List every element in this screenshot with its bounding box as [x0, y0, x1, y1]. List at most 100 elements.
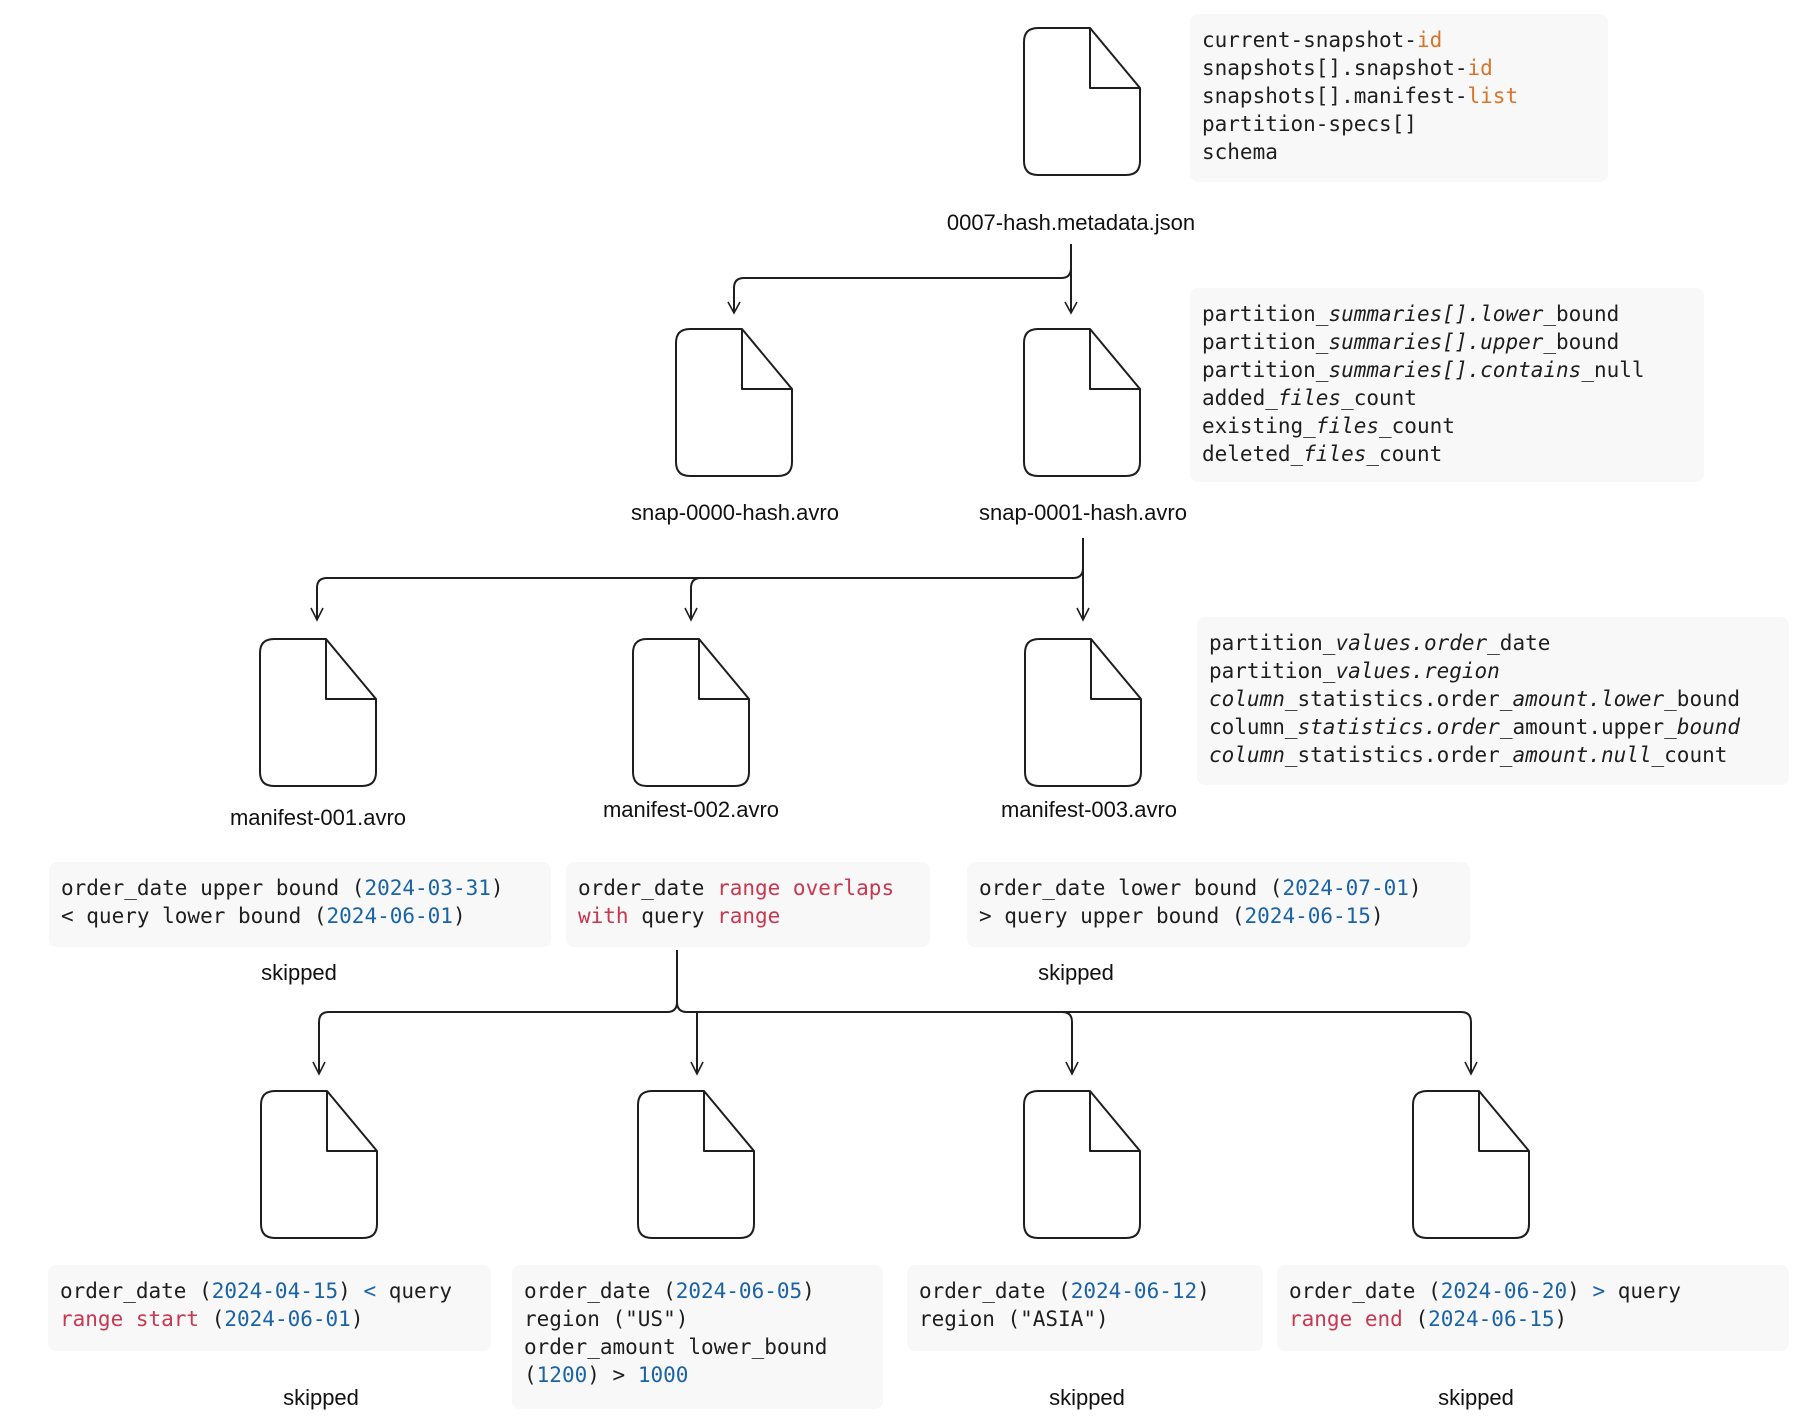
code-segment: _bound — [1664, 687, 1741, 711]
code-segment: summaries[].lower — [1328, 302, 1544, 326]
data-file-3-status: skipped — [1049, 1385, 1125, 1410]
manifest-file-label-001: manifest-001.avro — [229, 805, 407, 830]
code-segment: 2024-04-15 — [211, 1279, 339, 1303]
code-segment: files — [1277, 386, 1342, 410]
code-segment: range overlaps — [717, 876, 895, 900]
code-segment: bound — [1676, 715, 1741, 739]
code-segment: ( — [199, 1307, 225, 1331]
code-segment: order_date lower bound ( — [979, 876, 1283, 900]
code-segment: order_date upper bound ( — [61, 876, 365, 900]
manifest-file-icon-002 — [632, 638, 750, 787]
code-segment: ) — [338, 1279, 364, 1303]
code-segment: partition_ — [1202, 302, 1329, 326]
code-segment: _amount.upper_ — [1499, 715, 1677, 739]
code-segment: ) — [452, 904, 466, 928]
snapshot-file-label-0001: snap-0001-hash.avro — [979, 500, 1187, 525]
code-segment: > — [1592, 1279, 1606, 1303]
code-line: column_statistics.order_amount.null_coun… — [1209, 741, 1777, 769]
code-segment: order_date ( — [524, 1279, 676, 1303]
code-segment: values.order — [1335, 631, 1488, 655]
code-segment: partition_ — [1209, 659, 1336, 683]
code-segment: column — [1209, 743, 1285, 767]
code-line: partition_values.region — [1209, 657, 1777, 685]
code-segment: ) — [1197, 1279, 1210, 1303]
code-segment: deleted_ — [1202, 442, 1304, 466]
code-segment: _count — [1366, 442, 1443, 466]
code-line: schema — [1202, 138, 1596, 166]
code-segment: 2024-06-20 — [1440, 1279, 1568, 1303]
code-segment: _count — [1651, 743, 1728, 767]
code-segment: order_amount lower_bound — [524, 1335, 828, 1359]
code-line: added_files_count — [1202, 384, 1692, 412]
code-segment: amount.lower — [1512, 687, 1665, 711]
code-segment: 2024-06-15 — [1244, 904, 1371, 928]
code-segment: existing_ — [1202, 414, 1316, 438]
code-segment: 2024-03-31 — [364, 876, 491, 900]
code-line: region ("ASIA") — [919, 1305, 1251, 1333]
code-segment: current-snapshot- — [1202, 28, 1417, 52]
code-segment: 1200 — [536, 1363, 588, 1387]
code-segment: _bound — [1543, 302, 1620, 326]
connector-snapshot-to-manifests — [316, 538, 1084, 619]
code-segment: _statistics.order_ — [1284, 687, 1513, 711]
code-line: order_date (2024-04-15) < query — [60, 1277, 479, 1305]
code-segment: ) > — [587, 1363, 638, 1387]
code-segment: partition-specs[] — [1202, 112, 1417, 136]
code-segment: 2024-06-12 — [1070, 1279, 1198, 1303]
code-segment: query — [628, 904, 718, 928]
code-segment: partition_ — [1202, 358, 1329, 382]
arrow-head-icon — [1076, 607, 1090, 622]
arrow-head-icon — [690, 1061, 704, 1076]
connector-manifest-to-data-files — [318, 950, 1472, 1073]
code-segment: 2024-06-05 — [675, 1279, 803, 1303]
code-line: with query range — [578, 902, 918, 930]
code-line: current-snapshot-id — [1202, 26, 1596, 54]
code-segment: id — [1467, 56, 1493, 80]
code-segment: 2024-07-01 — [1282, 876, 1409, 900]
code-line: order_date (2024-06-20) > query — [1289, 1277, 1777, 1305]
code-segment: 2024-06-15 — [1428, 1307, 1555, 1331]
code-segment: 1000 — [637, 1363, 689, 1387]
snapshot-file-icon-0001 — [1023, 328, 1141, 477]
code-segment: region ("ASIA") — [919, 1307, 1109, 1331]
code-line: order_date lower bound (2024-07-01) — [979, 874, 1458, 902]
manifest-001-status: skipped — [261, 960, 337, 985]
code-segment: query — [1605, 1279, 1681, 1303]
arrow-head-icon — [684, 607, 698, 622]
code-segment: order_date — [578, 876, 718, 900]
code-line: range start (2024-06-01) — [60, 1305, 479, 1333]
code-line: < query lower bound (2024-06-01) — [61, 902, 539, 930]
manifest-003-status: skipped — [1038, 960, 1114, 985]
data-file-1-status: skipped — [283, 1385, 359, 1410]
code-segment: ) — [1370, 904, 1384, 928]
arrow-head-icon — [310, 607, 324, 622]
code-segment: ) — [802, 1279, 815, 1303]
code-segment: summaries[].contains — [1328, 358, 1582, 382]
arrow-head-icon — [1464, 1061, 1478, 1076]
code-line: > query upper bound (2024-06-15) — [979, 902, 1458, 930]
arrow-head-icon — [727, 301, 741, 315]
code-line: order_date (2024-06-12) — [919, 1277, 1251, 1305]
code-segment: > query upper bound ( — [979, 904, 1245, 928]
code-segment: _statistics.order_ — [1284, 743, 1513, 767]
manifest-003-condition-box: order_date lower bound (2024-07-01)> que… — [967, 862, 1470, 947]
code-segment: 2024-06-01 — [326, 904, 453, 928]
code-line: (1200) > 1000 — [524, 1361, 871, 1389]
snapshot-file-label-0000: snap-0000-hash.avro — [631, 500, 839, 525]
code-segment: region ("US") — [524, 1307, 689, 1331]
code-segment: partition_ — [1202, 330, 1329, 354]
manifest-001-condition-box: order_date upper bound (2024-03-31)< que… — [49, 862, 551, 947]
manifest-file-icon-003 — [1024, 638, 1142, 787]
data-file-4-status: skipped — [1438, 1385, 1514, 1410]
code-segment: values.region — [1335, 659, 1500, 683]
code-segment: order_date ( — [919, 1279, 1071, 1303]
code-line: partition_values.order_date — [1209, 629, 1777, 657]
data-file-icon-3 — [1023, 1090, 1141, 1239]
code-line: deleted_files_count — [1202, 440, 1692, 468]
code-segment: partition_ — [1209, 631, 1336, 655]
code-line: region ("US") — [524, 1305, 871, 1333]
